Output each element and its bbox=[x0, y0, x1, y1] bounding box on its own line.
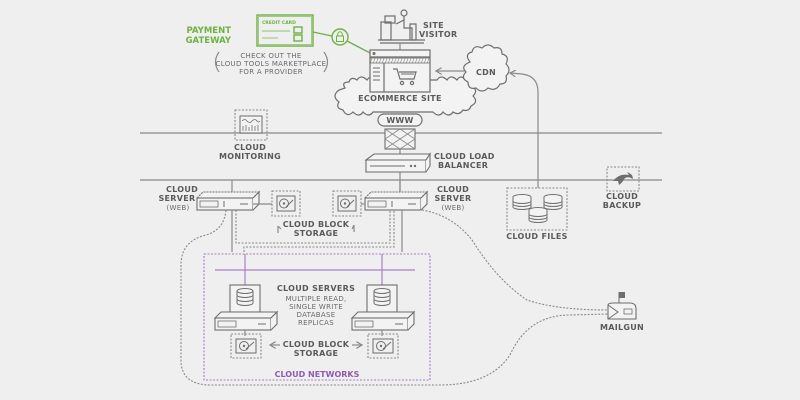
storage-left-bracket bbox=[277, 225, 282, 233]
cdn-cloud: CDN bbox=[462, 44, 510, 92]
cloud-files-label: CLOUD FILES bbox=[506, 232, 567, 241]
block-storage-bottom-label-2: STORAGE bbox=[294, 349, 339, 358]
www-label: WWW bbox=[386, 116, 413, 125]
cloud-networks-label: CLOUD NETWORKS bbox=[275, 370, 360, 379]
credit-card-title: CREDIT CARD bbox=[262, 20, 296, 26]
block-storage-icon-bottom-right bbox=[367, 333, 399, 359]
storage-right-bracket bbox=[351, 224, 355, 232]
payment-secure-link bbox=[346, 40, 373, 55]
cloud-monitoring-label-2: MONITORING bbox=[219, 152, 281, 161]
database-server-icon-left bbox=[213, 284, 279, 331]
cloud-networks-box bbox=[203, 253, 431, 381]
payment-link bbox=[312, 31, 333, 37]
left-web-server-label-3: (WEB) bbox=[166, 204, 189, 212]
right-web-server-label-3: (WEB) bbox=[441, 204, 464, 212]
web-server-private-link-1 bbox=[235, 210, 391, 244]
cloud-servers-line-3: DATABASE bbox=[297, 311, 336, 319]
left-web-server-label-2: SERVER bbox=[158, 194, 195, 203]
right-server-to-mailgun bbox=[421, 209, 608, 311]
site-visitor-label-2: VISITOR bbox=[419, 30, 457, 39]
block-storage-icon-top-right bbox=[332, 190, 362, 217]
cloud-monitoring-icon bbox=[234, 109, 268, 141]
payment-gateway-label-2: GATEWAY bbox=[186, 36, 232, 46]
block-storage-top-label-1: CLOUD BLOCK bbox=[283, 220, 350, 229]
database-server-icon-right bbox=[350, 284, 416, 331]
cloud-monitoring-label-1: CLOUD bbox=[234, 143, 266, 152]
ecommerce-site-label: ECOMMERCE SITE bbox=[358, 94, 442, 103]
cloud-servers-title: CLOUD SERVERS bbox=[277, 284, 355, 293]
cloud-servers-line-2: SINGLE WRITE bbox=[289, 303, 343, 311]
marketplace-note: CHECK OUT THE CLOUD TOOLS MARKETPLACE FO… bbox=[214, 51, 329, 76]
site-visitor-icon bbox=[378, 9, 425, 44]
left-web-server-label-1: CLOUD bbox=[166, 185, 198, 194]
firewall-icon bbox=[384, 128, 416, 150]
site-visitor-label-1: SITE bbox=[423, 21, 444, 30]
shopping-cart-icon bbox=[393, 68, 417, 86]
ecommerce-window-icon bbox=[369, 49, 431, 93]
block-storage-icon-bottom-left bbox=[230, 333, 262, 359]
right-web-server-icon bbox=[363, 190, 429, 211]
cloud-backup-label-1: CLOUD bbox=[606, 192, 638, 201]
right-web-server-label-2: SERVER bbox=[434, 194, 471, 203]
block-storage-top-label-2: STORAGE bbox=[294, 229, 339, 238]
cloud-servers-line-4: REPLICAS bbox=[298, 319, 334, 327]
marketplace-note-line-2: CLOUD TOOLS MARKETPLACE bbox=[216, 60, 327, 68]
cloud-files-icon bbox=[506, 187, 568, 231]
cloud-backup-label-2: BACKUP bbox=[603, 201, 641, 210]
right-web-server-label-1: CLOUD bbox=[437, 185, 469, 194]
credit-card-icon: CREDIT CARD bbox=[256, 14, 314, 47]
block-storage-bottom-label-1: CLOUD BLOCK bbox=[283, 340, 350, 349]
marketplace-note-line-3: FOR A PROVIDER bbox=[239, 68, 303, 76]
load-balancer-label-2: BALANCER bbox=[438, 161, 488, 170]
www-pill: WWW bbox=[377, 113, 423, 127]
web-server-private-link-2 bbox=[243, 210, 395, 252]
cdn-label: CDN bbox=[476, 68, 496, 77]
block-storage-icon-top-left bbox=[271, 190, 301, 217]
lock-icon bbox=[331, 28, 349, 46]
files-to-cdn-arrow bbox=[510, 73, 539, 188]
load-balancer-icon bbox=[364, 152, 432, 173]
mailgun-label: MAILGUN bbox=[600, 323, 644, 332]
left-web-server-icon bbox=[195, 190, 261, 211]
mailbox-icon bbox=[607, 292, 637, 320]
payment-gateway-label-1: PAYMENT bbox=[186, 26, 231, 36]
load-balancer-label-1: CLOUD LOAD bbox=[434, 152, 495, 161]
cloud-servers-line-1: MULTIPLE READ, bbox=[285, 295, 346, 303]
marketplace-note-line-1: CHECK OUT THE bbox=[240, 52, 301, 60]
payment-gateway: PAYMENT GATEWAY bbox=[186, 26, 232, 46]
cloud-backup-icon bbox=[606, 166, 640, 192]
